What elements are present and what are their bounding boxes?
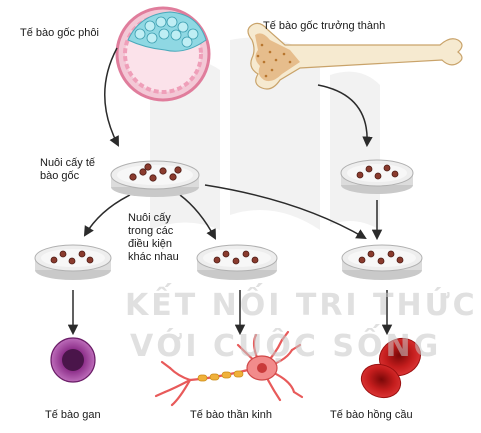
label-red-blood-cell: Tế bào hồng cầu <box>330 409 413 421</box>
petri-dish-adult <box>340 159 414 194</box>
arrow-blastocyst-to-dish <box>104 47 119 147</box>
arrow-bone-to-dish <box>317 84 373 148</box>
label-culture-stem-cell: Nuôi cấy tế bào gốc <box>40 157 96 182</box>
petri-dish-liver <box>34 244 112 280</box>
bone-icon <box>247 22 463 90</box>
petri-dish-center <box>110 160 200 197</box>
label-nerve-cell: Tế bào thần kinh <box>190 409 272 421</box>
liver-cell-icon <box>50 337 96 383</box>
arrow-dish-to-blood-dish <box>204 184 367 240</box>
nerve-axon-myelin <box>197 370 244 382</box>
label-embryonic-stem-cell: Tế bào gốc phôi <box>20 27 99 39</box>
watermark-line1: KẾT NỐI TRI THỨC <box>125 282 478 323</box>
petri-dish-blood <box>341 244 423 280</box>
blastocyst-icon <box>115 6 211 102</box>
label-adult-stem-cell: Tế bào gốc trưởng thành <box>263 20 386 32</box>
label-liver-cell: Tế bào gan <box>45 409 101 421</box>
arrow-dish-to-nerve-dish <box>179 194 216 240</box>
arrow-dish-to-liver-dish <box>83 194 131 237</box>
label-culture-conditions: Nuôi cấy trong các điều kiện khác nhau <box>128 212 179 263</box>
red-blood-cell-icon <box>360 337 421 399</box>
nerve-soma <box>246 355 278 381</box>
arrows <box>67 47 393 336</box>
watermark-line2: VỚI CUỘC SỐNG <box>130 323 441 364</box>
petri-dish-nerve <box>196 244 278 280</box>
